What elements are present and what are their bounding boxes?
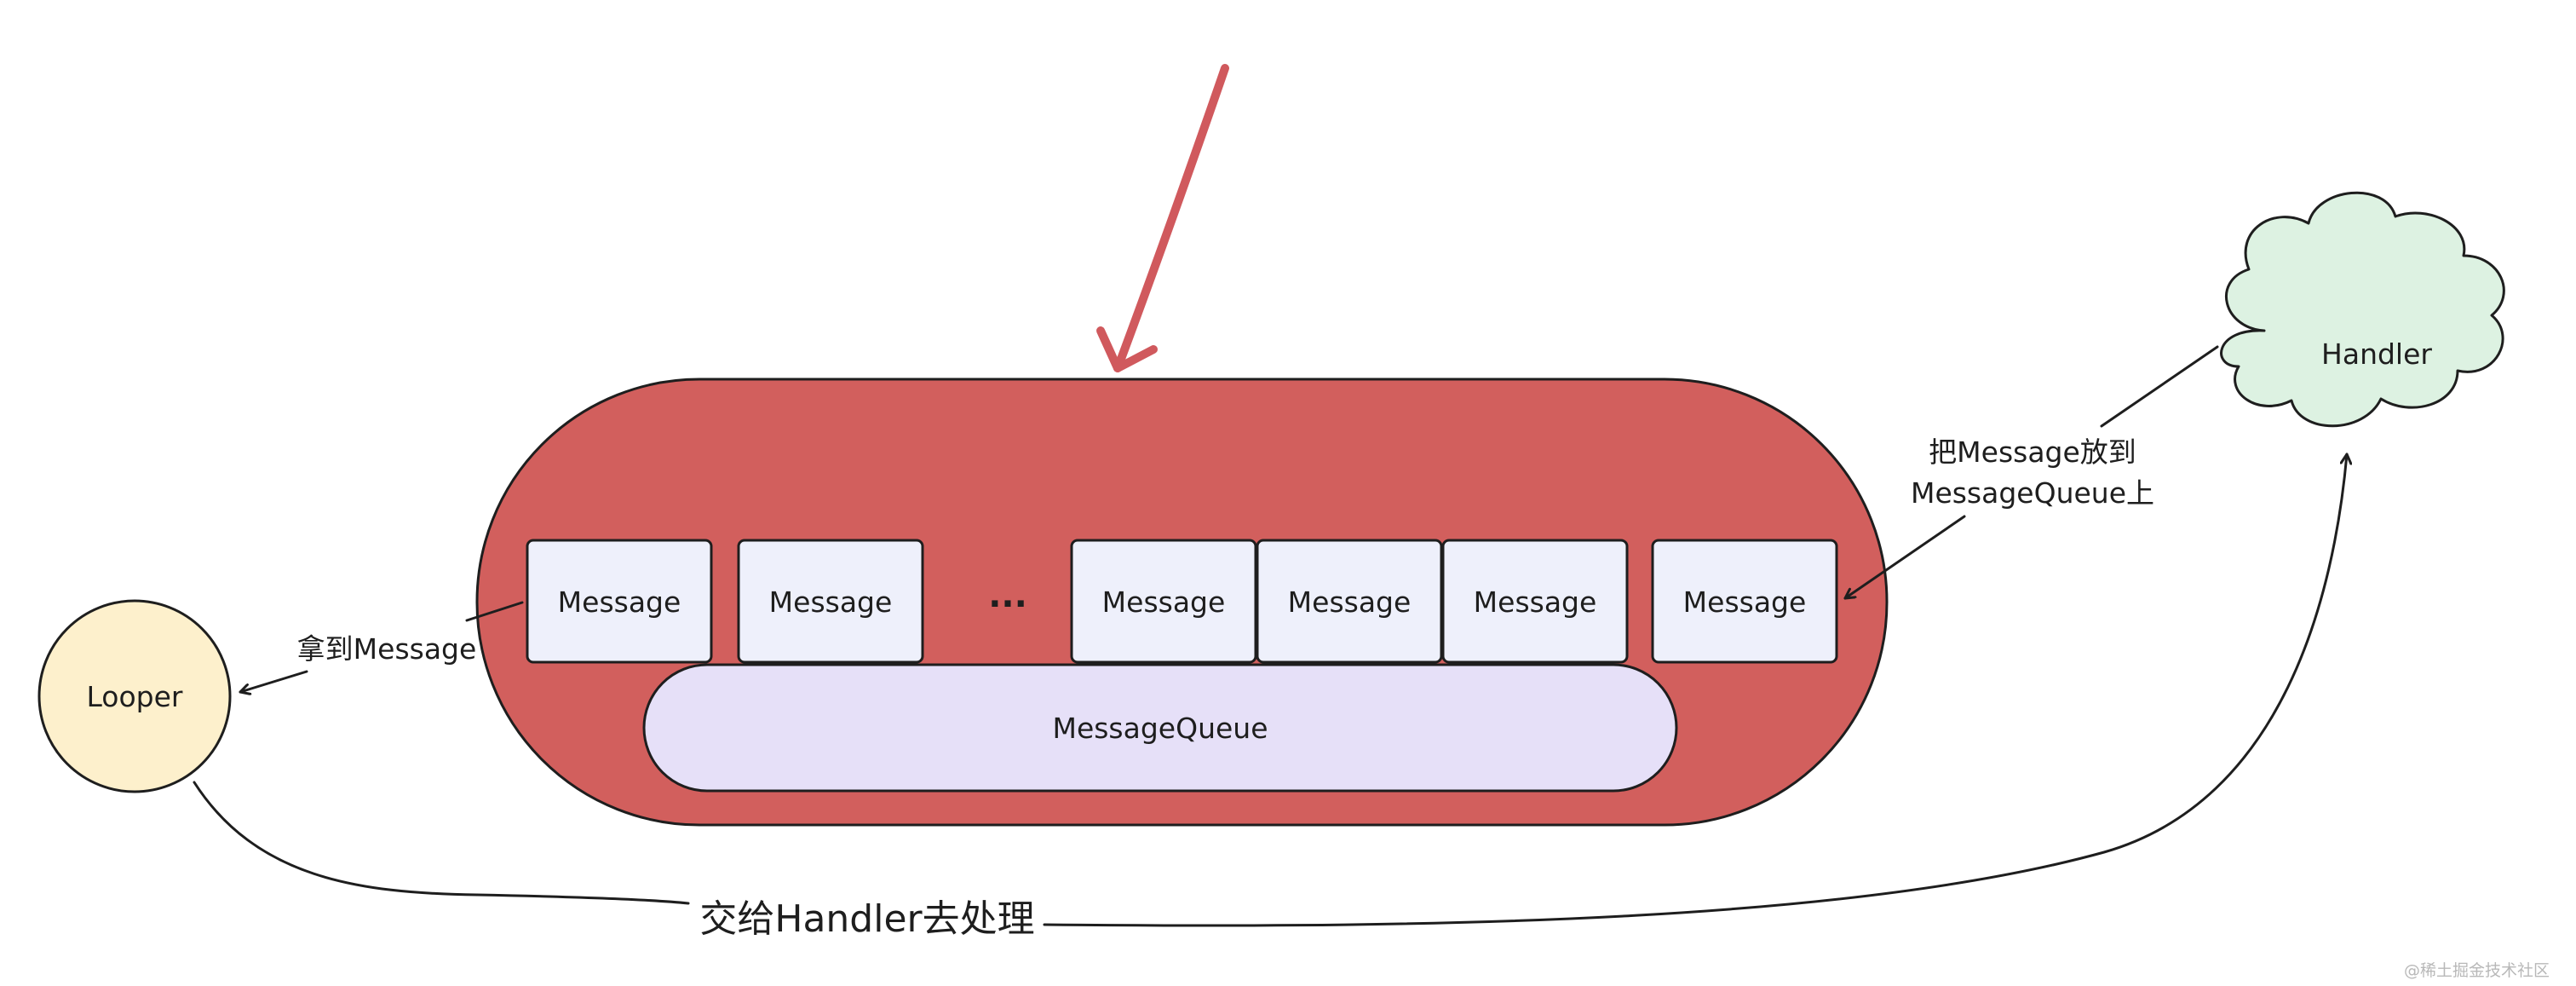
take-message-edge: 拿到Message (239, 601, 524, 692)
message-queue-bar: MessageQueue (642, 663, 1678, 793)
message-queue-label: MessageQueue (1052, 712, 1268, 745)
message-box: Message (1651, 539, 1838, 664)
message-label: Message (769, 585, 893, 619)
ellipsis-label: ... (988, 576, 1027, 615)
handler-node: Handler (2220, 191, 2505, 428)
message-label: Message (1474, 585, 1597, 619)
handler-label: Handler (2321, 337, 2432, 371)
message-label: Message (1288, 585, 1412, 619)
take-message-label: 拿到Message (297, 632, 477, 666)
message-label: Message (558, 585, 681, 619)
message-box: Message (1256, 539, 1443, 664)
message-box: Message (1070, 539, 1257, 664)
message-label: Message (1102, 585, 1226, 619)
put-message-label-line2: MessageQueue上 (1911, 476, 2154, 510)
dispatch-label: 交给Handler去处理 (699, 897, 1034, 941)
message-box: Message (526, 539, 713, 664)
message-label: Message (1683, 585, 1807, 619)
looper-node: Looper (37, 599, 232, 793)
watermark: @稀土掘金技术社区 (2404, 961, 2550, 980)
looper-label: Looper (86, 680, 182, 713)
message-box: Message (1441, 539, 1629, 664)
dispatch-edge: 交给Handler去处理 (193, 453, 2347, 941)
put-message-edge: 把Message放到 MessageQueue上 (1843, 345, 2219, 600)
put-message-label-line1: 把Message放到 (1929, 435, 2136, 469)
message-box: Message (737, 539, 924, 664)
pointer-arrow (1096, 64, 1229, 372)
